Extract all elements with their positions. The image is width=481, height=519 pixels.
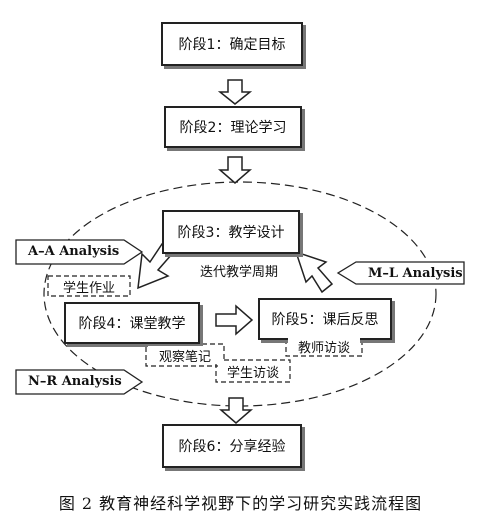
- student-interview-note: 学生访谈: [218, 362, 288, 381]
- aa-analysis-label: A–A Analysis: [28, 244, 120, 259]
- stage-1-label: 阶段1：确定目标: [178, 37, 286, 53]
- stage-3-box: 阶段3：教学设计: [162, 210, 300, 254]
- stage-6-box: 阶段6：分享经验: [162, 424, 302, 468]
- observation-note: 观察笔记: [148, 346, 222, 365]
- stage-2-box: 阶段2：理论学习: [164, 106, 302, 148]
- homework-note-border: [47, 275, 131, 297]
- stage-4-box: 阶段4：课堂教学: [64, 302, 200, 344]
- arrow-s3-s4: [137, 242, 174, 290]
- ml-analysis-pennant: [336, 261, 465, 285]
- ml-analysis-label: M–L Analysis: [368, 266, 463, 281]
- cycle-label: 迭代教学周期: [199, 264, 278, 280]
- stage-6-label: 阶段6：分享经验: [178, 439, 286, 455]
- stage-4-label: 阶段4：课堂教学: [78, 316, 186, 332]
- teacher-interview-note: 教师访谈: [288, 338, 360, 356]
- stage-5-label: 阶段5：课后反思: [271, 312, 379, 328]
- nr-analysis-label: N–R Analysis: [28, 374, 122, 389]
- stage-3-label: 阶段3：教学设计: [177, 225, 285, 241]
- nr-analysis-pennant: [15, 369, 144, 395]
- arrow-s2-s3: [217, 156, 253, 184]
- arrow-s4-s5: [215, 304, 254, 336]
- observation-note-border: [145, 343, 225, 367]
- homework-note: 学生作业: [50, 278, 128, 296]
- stage-5-box: 阶段5：课后反思: [258, 298, 392, 340]
- figure-caption: 图 2 教育神经科学视野下的学习研究实践流程图: [58, 494, 423, 513]
- arrow-s5-s3: [294, 250, 334, 294]
- stage-1-box: 阶段1：确定目标: [161, 22, 303, 66]
- student-interview-note-border: [215, 359, 291, 383]
- arrow-cycle-s6: [218, 397, 254, 424]
- arrow-s1-s2: [217, 79, 253, 105]
- stage-2-label: 阶段2：理论学习: [179, 120, 287, 136]
- aa-analysis-pennant: [15, 239, 144, 265]
